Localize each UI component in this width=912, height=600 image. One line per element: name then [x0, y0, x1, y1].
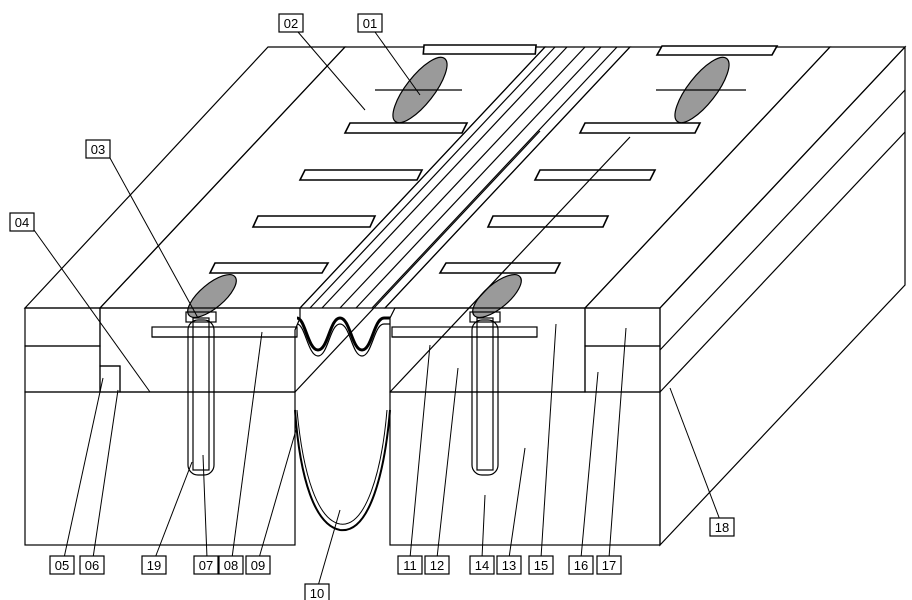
callout-number: 08	[224, 558, 238, 573]
anchor-pocket-right-front	[472, 274, 522, 318]
left-bolt-shaft	[192, 317, 210, 471]
callout-label-14: 14	[469, 555, 495, 575]
corrugated-seal	[296, 316, 390, 352]
callout-number: 03	[91, 142, 105, 157]
leader-lines	[33, 31, 721, 587]
callout-number: 07	[199, 558, 213, 573]
callout-number: 10	[310, 586, 324, 600]
callout-number: 06	[85, 558, 99, 573]
callout-label-15: 15	[528, 555, 554, 575]
callout-box	[528, 555, 554, 575]
callout-number: 02	[284, 16, 298, 31]
callout-box	[79, 555, 105, 575]
callout-label-01: 01	[357, 13, 383, 33]
callout-label-13: 13	[496, 555, 522, 575]
callout-label-06: 06	[79, 555, 105, 575]
callout-box	[397, 555, 423, 575]
callout-box	[424, 555, 450, 575]
callout-box	[278, 13, 304, 33]
callout-box	[596, 555, 622, 575]
callout-number: 15	[534, 558, 548, 573]
callout-label-02: 02	[278, 13, 304, 33]
callout-number: 05	[55, 558, 69, 573]
callout-number: 14	[475, 558, 489, 573]
anchor-pocket-left-front	[187, 274, 237, 318]
right-foam-lower	[584, 345, 661, 393]
callout-number: 18	[715, 520, 729, 535]
callout-number: 17	[602, 558, 616, 573]
callout-box	[49, 555, 75, 575]
left-foam-lower	[24, 345, 101, 393]
left-anchor-plate	[151, 326, 298, 338]
left-bolt-nut	[185, 311, 217, 323]
callout-number: 12	[430, 558, 444, 573]
drainage-membrane	[294, 409, 391, 532]
left-step-block	[99, 365, 121, 393]
callout-label-10: 10	[304, 583, 330, 600]
callout-box	[193, 555, 219, 575]
callout-label-11: 11	[397, 555, 423, 575]
callout-box	[141, 555, 167, 575]
callout-box	[218, 555, 244, 575]
right-side-face	[659, 45, 906, 547]
callout-label-08: 08	[218, 555, 244, 575]
callout-number: 11	[403, 558, 417, 573]
right-anchor-plate	[391, 326, 538, 338]
callout-label-19: 19	[141, 555, 167, 575]
callout-number: 16	[574, 558, 588, 573]
concrete-slab-left	[24, 391, 296, 546]
right-bolt-sleeve	[471, 319, 499, 476]
callout-number: 04	[15, 215, 29, 230]
callout-label-16: 16	[568, 555, 594, 575]
right-foam-upper	[584, 307, 661, 347]
callout-box	[568, 555, 594, 575]
callout-number: 13	[502, 558, 516, 573]
callout-box	[496, 555, 522, 575]
callout-label-05: 05	[49, 555, 75, 575]
callout-number: 19	[147, 558, 161, 573]
callout-label-18: 18	[709, 517, 735, 537]
callout-label-04: 04	[9, 212, 35, 232]
callout-box	[357, 13, 383, 33]
callout-label-12: 12	[424, 555, 450, 575]
right-bolt-nut	[469, 311, 501, 323]
callout-label-03: 03	[85, 139, 111, 159]
callout-box	[85, 139, 111, 159]
callout-number: 01	[363, 16, 377, 31]
callout-labels: 01 02 03 04 05 06 19 07 08 09 10 11 12 14 13 15 16 17 18	[9, 13, 735, 600]
left-slot-group	[208, 44, 537, 274]
callout-label-17: 17	[596, 555, 622, 575]
callout-box	[469, 555, 495, 575]
callout-box	[245, 555, 271, 575]
callout-box	[9, 212, 35, 232]
callout-number: 09	[251, 558, 265, 573]
callout-box	[709, 517, 735, 537]
left-bolt-sleeve	[187, 319, 215, 476]
right-bolt-shaft	[476, 317, 494, 471]
callout-label-09: 09	[245, 555, 271, 575]
callout-box	[304, 583, 330, 600]
left-foam-upper	[24, 307, 101, 347]
callout-label-07: 07	[193, 555, 219, 575]
